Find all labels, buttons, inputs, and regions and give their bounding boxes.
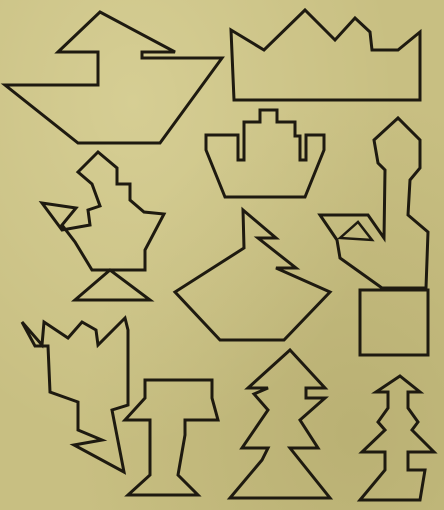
bird-shape (320, 118, 428, 288)
cat-shape (22, 318, 128, 472)
pine-tree-shape (230, 350, 330, 498)
tree-on-triangle-shape (42, 152, 164, 300)
square-shape (360, 290, 428, 355)
boat-shape (5, 12, 222, 143)
castle-shape (206, 110, 324, 197)
lamp-shape (125, 380, 218, 495)
house-shape (175, 210, 330, 340)
figure-shape (360, 376, 434, 500)
crown-shape (231, 10, 420, 100)
